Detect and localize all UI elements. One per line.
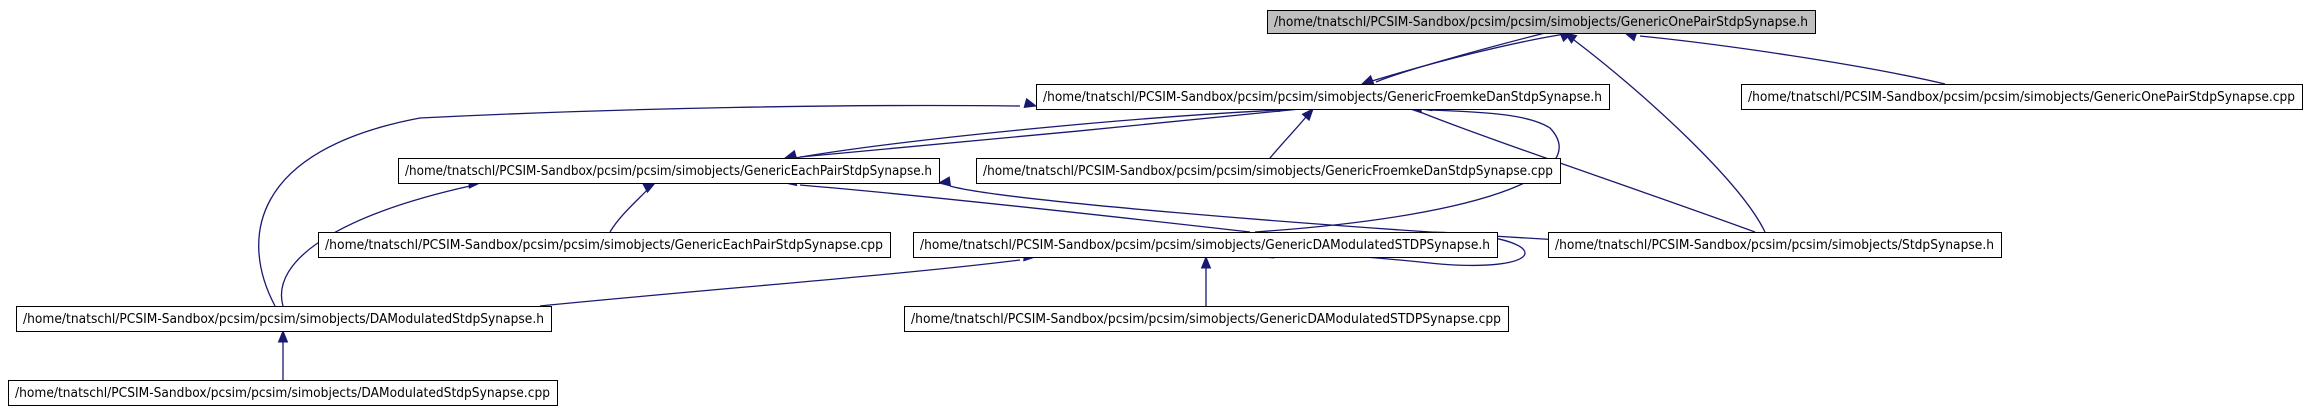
- node-label: /home/tnatschl/PCSIM-Sandbox/pcsim/pcsim…: [23, 312, 544, 327]
- node-root: /home/tnatschl/PCSIM-Sandbox/pcsim/pcsim…: [1267, 10, 1816, 34]
- arrowhead: [1563, 32, 1578, 44]
- edge-damod_cpp-to-damod_h: [277, 329, 289, 380]
- node-box[interactable]: [904, 306, 1509, 332]
- edge-line: [1419, 111, 1756, 233]
- edge-line: [1361, 33, 1566, 85]
- node-label: /home/tnatschl/PCSIM-Sandbox/pcsim/pcsim…: [1274, 15, 1808, 30]
- edge-line: [1254, 109, 1560, 233]
- edge-froemke_h-to-eachpair_h: [783, 108, 1301, 160]
- node-eachpair-cpp[interactable]: /home/tnatschl/PCSIM-Sandbox/pcsim/pcsim…: [318, 232, 891, 258]
- edge-line: [1639, 35, 1946, 85]
- node-stdp-h[interactable]: /home/tnatschl/PCSIM-Sandbox/pcsim/pcsim…: [1548, 232, 2002, 258]
- node-box[interactable]: [1548, 232, 2002, 258]
- edge-damod_generic_h-to-eachpair_h: [783, 175, 1251, 233]
- node-label: /home/tnatschl/PCSIM-Sandbox/pcsim/pcsim…: [1043, 90, 1602, 105]
- node-eachpair-h[interactable]: /home/tnatschl/PCSIM-Sandbox/pcsim/pcsim…: [398, 158, 940, 184]
- node-box: [1267, 10, 1816, 34]
- edge-line: [1573, 39, 1766, 233]
- node-label: /home/tnatschl/PCSIM-Sandbox/pcsim/pcsim…: [983, 164, 1553, 179]
- edge-froemke_h-to-root: [1361, 32, 1574, 85]
- edge-line: [609, 186, 651, 233]
- node-box[interactable]: [976, 158, 1561, 184]
- edge-line: [258, 104, 1021, 307]
- edge-line: [539, 259, 1021, 307]
- node-box[interactable]: [8, 380, 558, 406]
- edge-onepair_cpp-to-root: [1623, 31, 1946, 85]
- node-label: /home/tnatschl/PCSIM-Sandbox/pcsim/pcsim…: [405, 164, 932, 179]
- arrowhead: [1301, 108, 1314, 122]
- edge-line: [799, 108, 1301, 158]
- arrowhead: [642, 182, 657, 194]
- arrowhead: [277, 329, 289, 343]
- edge-damod_h-to-damod_generic_h: [539, 251, 1037, 307]
- node-box[interactable]: [398, 158, 940, 184]
- arrowhead: [1023, 97, 1038, 108]
- node-damod-generic-h[interactable]: /home/tnatschl/PCSIM-Sandbox/pcsim/pcsim…: [913, 232, 1498, 258]
- arrowhead: [1200, 255, 1212, 269]
- edge-eachpair_cpp-to-eachpair_h: [609, 182, 657, 233]
- edge-line: [799, 184, 1251, 233]
- node-label: /home/tnatschl/PCSIM-Sandbox/pcsim/pcsim…: [911, 312, 1501, 327]
- edge-line: [1375, 32, 1546, 83]
- nodes-layer: /home/tnatschl/PCSIM-Sandbox/pcsim/pcsim…: [8, 10, 2303, 406]
- edge-damod_generic_cpp-to-damod_generic_h: [1200, 255, 1212, 306]
- edge-stdp_h-to-root: [1563, 32, 1766, 233]
- node-label: /home/tnatschl/PCSIM-Sandbox/pcsim/pcsim…: [15, 386, 550, 401]
- node-damod-generic-cpp[interactable]: /home/tnatschl/PCSIM-Sandbox/pcsim/pcsim…: [904, 306, 1509, 332]
- edge-damod_h-to-froemke_h: [258, 97, 1038, 307]
- node-box[interactable]: [1741, 84, 2303, 110]
- node-damod-cpp[interactable]: /home/tnatschl/PCSIM-Sandbox/pcsim/pcsim…: [8, 380, 558, 406]
- arrowhead: [1360, 74, 1375, 85]
- node-label: /home/tnatschl/PCSIM-Sandbox/pcsim/pcsim…: [325, 238, 883, 253]
- node-box[interactable]: [913, 232, 1498, 258]
- node-box[interactable]: [16, 306, 552, 332]
- edge-line: [794, 109, 1281, 159]
- node-box[interactable]: [1036, 84, 1610, 110]
- node-label: /home/tnatschl/PCSIM-Sandbox/pcsim/pcsim…: [1748, 90, 2295, 105]
- node-label: /home/tnatschl/PCSIM-Sandbox/pcsim/pcsim…: [1555, 238, 1994, 253]
- node-label: /home/tnatschl/PCSIM-Sandbox/pcsim/pcsim…: [920, 238, 1490, 253]
- arrowhead: [937, 176, 952, 187]
- edges-layer: [258, 31, 1946, 380]
- edge-froemke_cpp-to-froemke_h: [1269, 108, 1314, 159]
- node-damod-h[interactable]: /home/tnatschl/PCSIM-Sandbox/pcsim/pcsim…: [16, 306, 552, 332]
- node-froemke-h[interactable]: /home/tnatschl/PCSIM-Sandbox/pcsim/pcsim…: [1036, 84, 1610, 110]
- edge-eachpair_h-to-froemke_h: [794, 101, 1292, 159]
- node-froemke-cpp[interactable]: /home/tnatschl/PCSIM-Sandbox/pcsim/pcsim…: [976, 158, 1561, 184]
- edge-line: [1269, 111, 1311, 159]
- node-onepair-cpp[interactable]: /home/tnatschl/PCSIM-Sandbox/pcsim/pcsim…: [1741, 84, 2303, 110]
- edge-root-to-froemke_h: [1360, 32, 1546, 85]
- node-box[interactable]: [318, 232, 891, 258]
